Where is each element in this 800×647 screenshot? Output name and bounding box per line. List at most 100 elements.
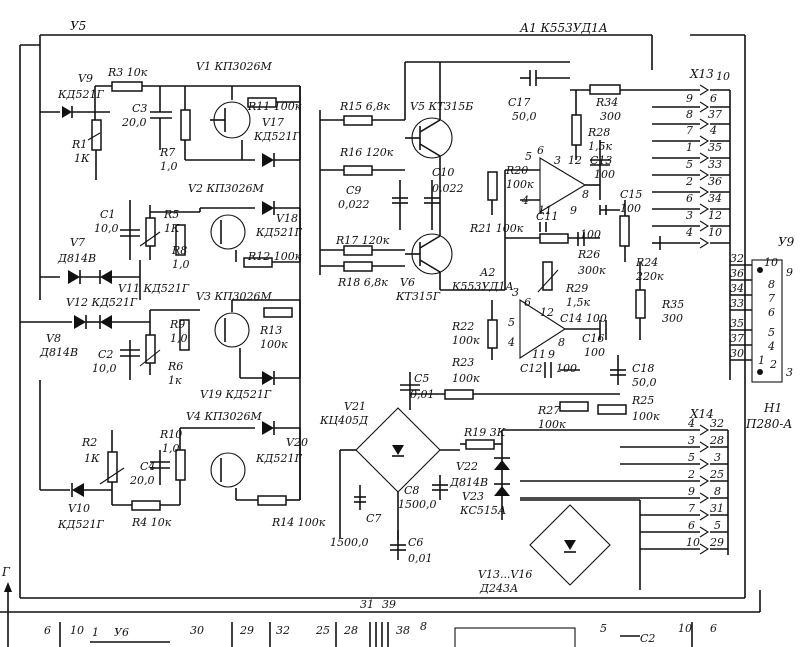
v19-label: V19 КД521Г xyxy=(200,388,272,401)
bus-38: 38 xyxy=(396,624,410,637)
wire-31: 31 xyxy=(360,598,374,611)
u9-pin-9: 3 xyxy=(786,366,793,379)
r27-val: 100к xyxy=(538,418,566,431)
u9-label: У9 xyxy=(778,235,795,249)
c7-label: С7 xyxy=(366,512,381,525)
channel-2 xyxy=(40,200,301,300)
x14-pin-b6: 5 xyxy=(714,519,721,532)
v9-label: V9 xyxy=(78,72,93,85)
g-label: Г xyxy=(1,565,11,579)
r4-label: R4 10к xyxy=(131,516,172,529)
u9-in-6: 30 xyxy=(730,347,744,360)
c3-val: 20,0 xyxy=(121,116,147,129)
x13-pin-b7: 34 xyxy=(708,192,722,205)
c3-label: С3 xyxy=(132,102,147,115)
indicator-u9 xyxy=(730,259,783,383)
h1-type: П280-А xyxy=(745,417,793,431)
r3-label: R3 10к xyxy=(107,66,148,79)
v22-type: Д814В xyxy=(449,476,488,489)
v5-label: V5 КТ315Б xyxy=(410,100,473,113)
x13-pin-a3: 7 xyxy=(686,124,693,137)
r35-label: R35 xyxy=(661,298,684,311)
v6-type: КТ315Г xyxy=(395,290,441,303)
x13-pin-b4: 35 xyxy=(708,141,722,154)
a1-p3: 3 xyxy=(554,154,561,167)
r11-label: R11 100к xyxy=(247,100,302,113)
c6-val: 0,01 xyxy=(408,552,433,565)
u9-pin-5: 5 xyxy=(768,326,775,339)
bus-28: 28 xyxy=(343,624,358,637)
a1-p11: 11 xyxy=(538,204,552,217)
c16-val: 100 xyxy=(584,346,605,359)
c9-val: 0,022 xyxy=(338,198,370,211)
a2-p4: 4 xyxy=(507,336,515,349)
x13-pin-a1: 9 xyxy=(686,92,693,105)
x14-label: Х14 xyxy=(689,407,714,421)
a2-p5: 5 xyxy=(508,316,515,329)
a1-p9: 9 xyxy=(570,204,577,217)
x13-pin-b3: 4 xyxy=(709,124,717,137)
v17-label: V17 xyxy=(262,116,284,129)
r9-val: 1,0 xyxy=(170,332,188,345)
channel-3 xyxy=(20,299,301,385)
r6-label: R6 xyxy=(167,360,183,373)
c9-label: С9 xyxy=(346,184,361,197)
v21-type: КЦ405Д xyxy=(319,414,369,427)
u9-pin-8: 2 xyxy=(769,358,777,371)
r10-label: R10 xyxy=(159,428,182,441)
r7-val: 1,0 xyxy=(160,160,178,173)
channel-1 xyxy=(39,80,301,300)
x14-pin-a4: 9 xyxy=(688,485,695,498)
x14-pin-a1: 3 xyxy=(688,434,695,447)
c-100b: 100 xyxy=(556,362,577,375)
v18-type: КД521Г xyxy=(255,226,302,239)
x13-label: Х13 xyxy=(689,67,714,81)
x13-pin-a4: 1 xyxy=(686,141,693,154)
c15-val: 100 xyxy=(620,202,641,215)
x14-pin-a7: 10 xyxy=(686,536,700,549)
v23-type: КС515А xyxy=(459,504,506,517)
u9-pin-6: 4 xyxy=(767,340,775,353)
bus-29: 29 xyxy=(239,624,254,637)
c11-label: С11 xyxy=(536,210,558,223)
v20-type: КД521Г xyxy=(255,452,302,465)
r15-label: R15 6,8к xyxy=(339,100,390,113)
v23-label: V23 xyxy=(462,490,484,503)
bus-32: 32 xyxy=(276,624,290,637)
a1-p5: 5 xyxy=(525,150,532,163)
x13-pin-b1: 6 xyxy=(710,92,717,105)
c16-label: С16 xyxy=(582,332,604,345)
v10-label: V10 xyxy=(68,502,90,515)
r18-label: R18 6,8к xyxy=(337,276,388,289)
u9-in-3: 33 xyxy=(730,297,744,310)
r24-val: 220к xyxy=(635,270,664,283)
x14-pin-a2: 5 xyxy=(688,451,695,464)
transistor-stage xyxy=(299,61,570,500)
feedback-network xyxy=(505,222,600,293)
connector-x13 xyxy=(652,84,731,380)
r23-val: 100к xyxy=(452,372,480,385)
v12-label: V12 КД521Г xyxy=(66,296,138,309)
x13-pin-10: 10 xyxy=(716,70,730,83)
x13-pin-b6: 36 xyxy=(708,175,722,188)
v9-type: КД521Г xyxy=(57,88,104,101)
r7-label: R7 xyxy=(159,146,175,159)
v6-label: V6 xyxy=(400,276,415,289)
r8-val: 1,0 xyxy=(172,258,190,271)
r19-label: R19 3К xyxy=(463,426,506,439)
c8-val: 1500,0 xyxy=(398,498,437,511)
a2-p3: 3 xyxy=(512,286,519,299)
x14-pin-b7: 29 xyxy=(709,536,724,549)
c10-val: 0,022 xyxy=(432,182,464,195)
bottom-bus xyxy=(0,582,761,647)
u9-pin-7: 1 xyxy=(758,354,765,367)
c4-val: 20,0 xyxy=(129,474,155,487)
x13-pin-a9: 4 xyxy=(685,226,693,239)
a1-p4: 4 xyxy=(521,194,529,207)
c10-label: С10 xyxy=(432,166,454,179)
bus-6a: 6 xyxy=(44,624,51,637)
c15-label: С15 xyxy=(620,188,642,201)
v1-label: V1 КП3026М xyxy=(196,60,273,73)
v13-label: V13...V16 xyxy=(478,568,532,581)
